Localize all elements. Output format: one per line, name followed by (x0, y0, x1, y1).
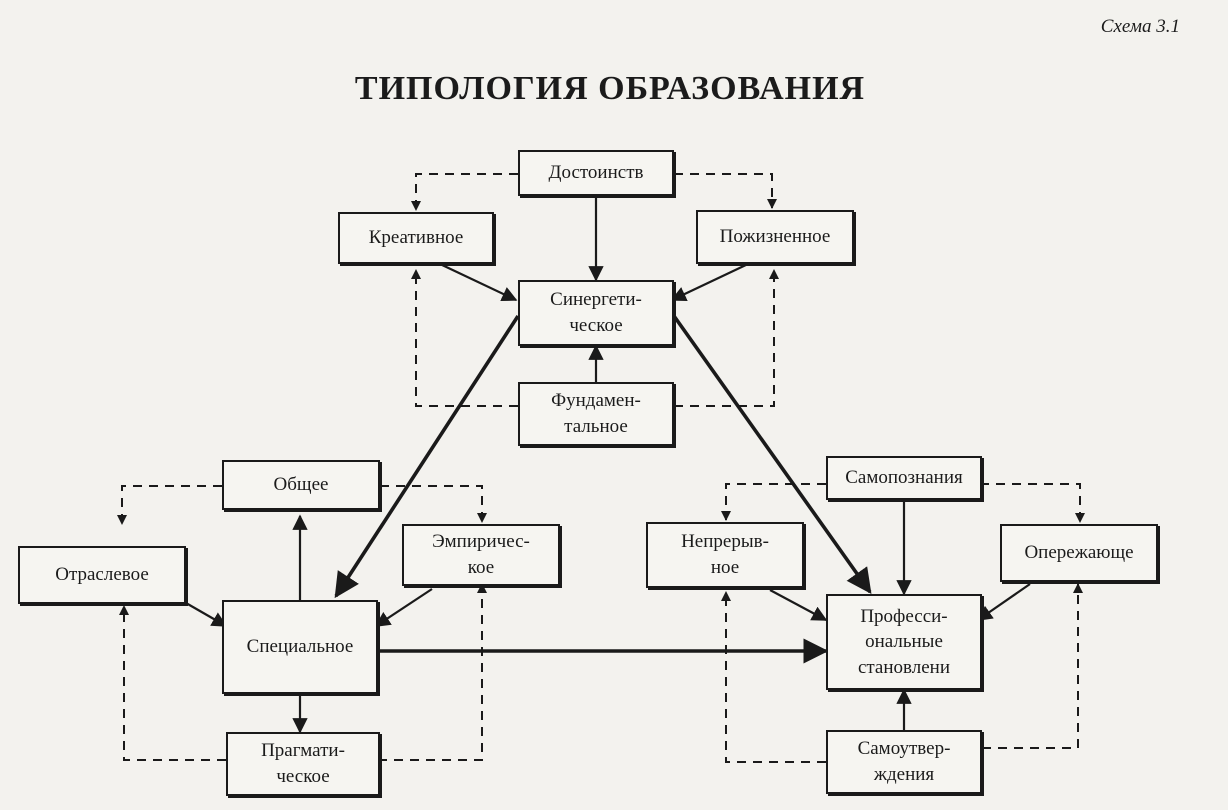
arrow-empiricheskoe-spetsialnoe (374, 588, 433, 627)
node-samoutverzhdeniya: Самоутвер- ждения (826, 730, 982, 794)
diagram-title: ТИПОЛОГИЯ ОБРАЗОВАНИЯ (354, 70, 866, 107)
dashed-samopoznaniya-operezhayushche (980, 483, 1085, 523)
node-pragmaticheskoe: Прагмати- ческое (226, 732, 380, 796)
node-professionalnye: Професси- ональные становлени (826, 594, 982, 690)
arrow-kreativnoe-sinergeticheskoe (439, 263, 518, 302)
node-dostoinstv: Достоинств (518, 150, 674, 196)
arrow-sinergeticheskoe-professionalnye (672, 314, 872, 595)
dashed-samoutverzhdeniya-nepreryvnoe (721, 591, 826, 763)
dashed-fundamentalnoe-pozhiznennoe (674, 269, 779, 407)
node-obshchee: Общее (222, 460, 380, 510)
dashed-pragmaticheskoe-otraslevoe (119, 605, 226, 761)
dashed-dostoinstv-pozhiznennoe (674, 173, 777, 209)
node-pozhiznennoe: Пожизненное (696, 210, 854, 264)
node-fundamentalnoe: Фундамен- тальное (518, 382, 674, 446)
dashed-pragmaticheskoe-empiricheskoe (378, 583, 487, 761)
node-empiricheskoe: Эмпиричес- кое (402, 524, 560, 586)
arrow-nepreryvnoe-professionalnye (769, 589, 828, 621)
arrow-otraslevoe-spetsialnoe (185, 602, 228, 627)
dashed-dostoinstv-kreativnoe (411, 173, 518, 211)
arrow-operezhayushche-professionalnye (976, 583, 1031, 621)
node-sinergeticheskoe: Синергети- ческое (518, 280, 674, 346)
node-operezhayushche: Опережающе (1000, 524, 1158, 582)
dashed-samoutverzhdeniya-operezhayushche (982, 583, 1083, 749)
node-otraslevoe: Отраслевое (18, 546, 186, 604)
node-kreativnoe: Креативное (338, 212, 494, 264)
dashed-samopoznaniya-nepreryvnoe (721, 483, 826, 521)
dashed-fundamentalnoe-kreativnoe (411, 269, 518, 407)
arrow-sinergeticheskoe-spetsialnoe (334, 315, 520, 599)
dashed-obshchee-empiricheskoe (380, 485, 487, 523)
scheme-label: Схема 3.1 (1100, 16, 1180, 37)
arrow-pozhiznennoe-sinergeticheskoe (670, 263, 749, 302)
dashed-obshchee-otraslevoe (117, 485, 222, 525)
node-nepreryvnoe: Непрерыв- ное (646, 522, 804, 588)
node-spetsialnoe: Специальное (222, 600, 378, 694)
node-samopoznaniya: Самопознания (826, 456, 982, 500)
